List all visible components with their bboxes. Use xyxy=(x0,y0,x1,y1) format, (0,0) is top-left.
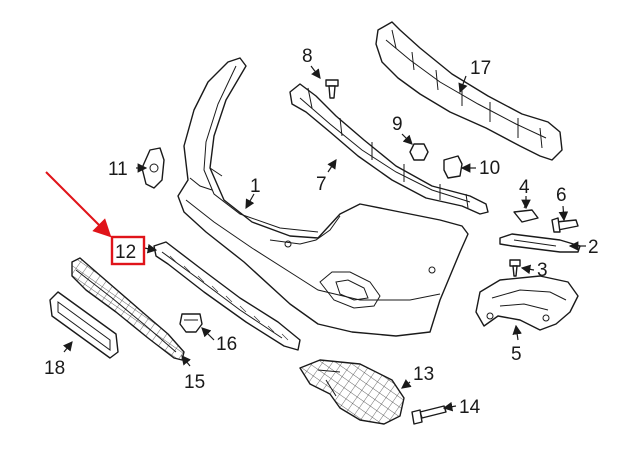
callout-8: 8 xyxy=(302,46,313,67)
callout-6: 6 xyxy=(556,185,567,206)
callout-1: 1 xyxy=(250,176,261,197)
part-16-push-clip xyxy=(179,313,203,333)
callout-18: 18 xyxy=(44,358,65,379)
part-8-screw xyxy=(325,79,339,99)
callout-13: 13 xyxy=(413,364,434,385)
callout-14: 14 xyxy=(459,397,481,418)
part-6-bolt xyxy=(551,217,579,233)
part-13-fog-grille xyxy=(299,359,405,425)
part-15-grille xyxy=(71,257,185,361)
part-3-screw xyxy=(509,259,521,277)
callout-9: 9 xyxy=(392,114,403,135)
callout-12: 12 xyxy=(115,242,136,263)
part-14-bolt xyxy=(411,405,447,425)
callout-labels: 1 2 3 4 5 6 7 8 9 10 11 12 13 14 15 16 1… xyxy=(44,46,599,418)
highlight-arrow xyxy=(45,171,112,238)
part-5-side-support xyxy=(475,275,579,331)
part-10-retainer xyxy=(443,155,463,179)
callout-11: 11 xyxy=(108,159,128,180)
callout-17: 17 xyxy=(470,58,491,79)
part-9-clip xyxy=(409,143,429,161)
part-2-side-bracket xyxy=(499,233,581,253)
callout-7: 7 xyxy=(316,174,327,195)
callout-3: 3 xyxy=(537,260,548,281)
callout-15: 15 xyxy=(184,372,205,393)
part-18-plate-bracket xyxy=(49,291,119,359)
part-12-lower-molding xyxy=(153,241,301,351)
part-17-absorber xyxy=(375,21,563,161)
leader-lines xyxy=(63,65,586,412)
callout-5: 5 xyxy=(511,344,522,365)
callout-10: 10 xyxy=(479,158,500,179)
highlight-box xyxy=(110,235,146,266)
callout-16: 16 xyxy=(216,334,237,355)
part-7-bracket-bar xyxy=(289,83,489,215)
part-1-bumper-cover xyxy=(177,57,469,337)
callout-2: 2 xyxy=(588,237,599,258)
callout-4: 4 xyxy=(519,177,530,198)
